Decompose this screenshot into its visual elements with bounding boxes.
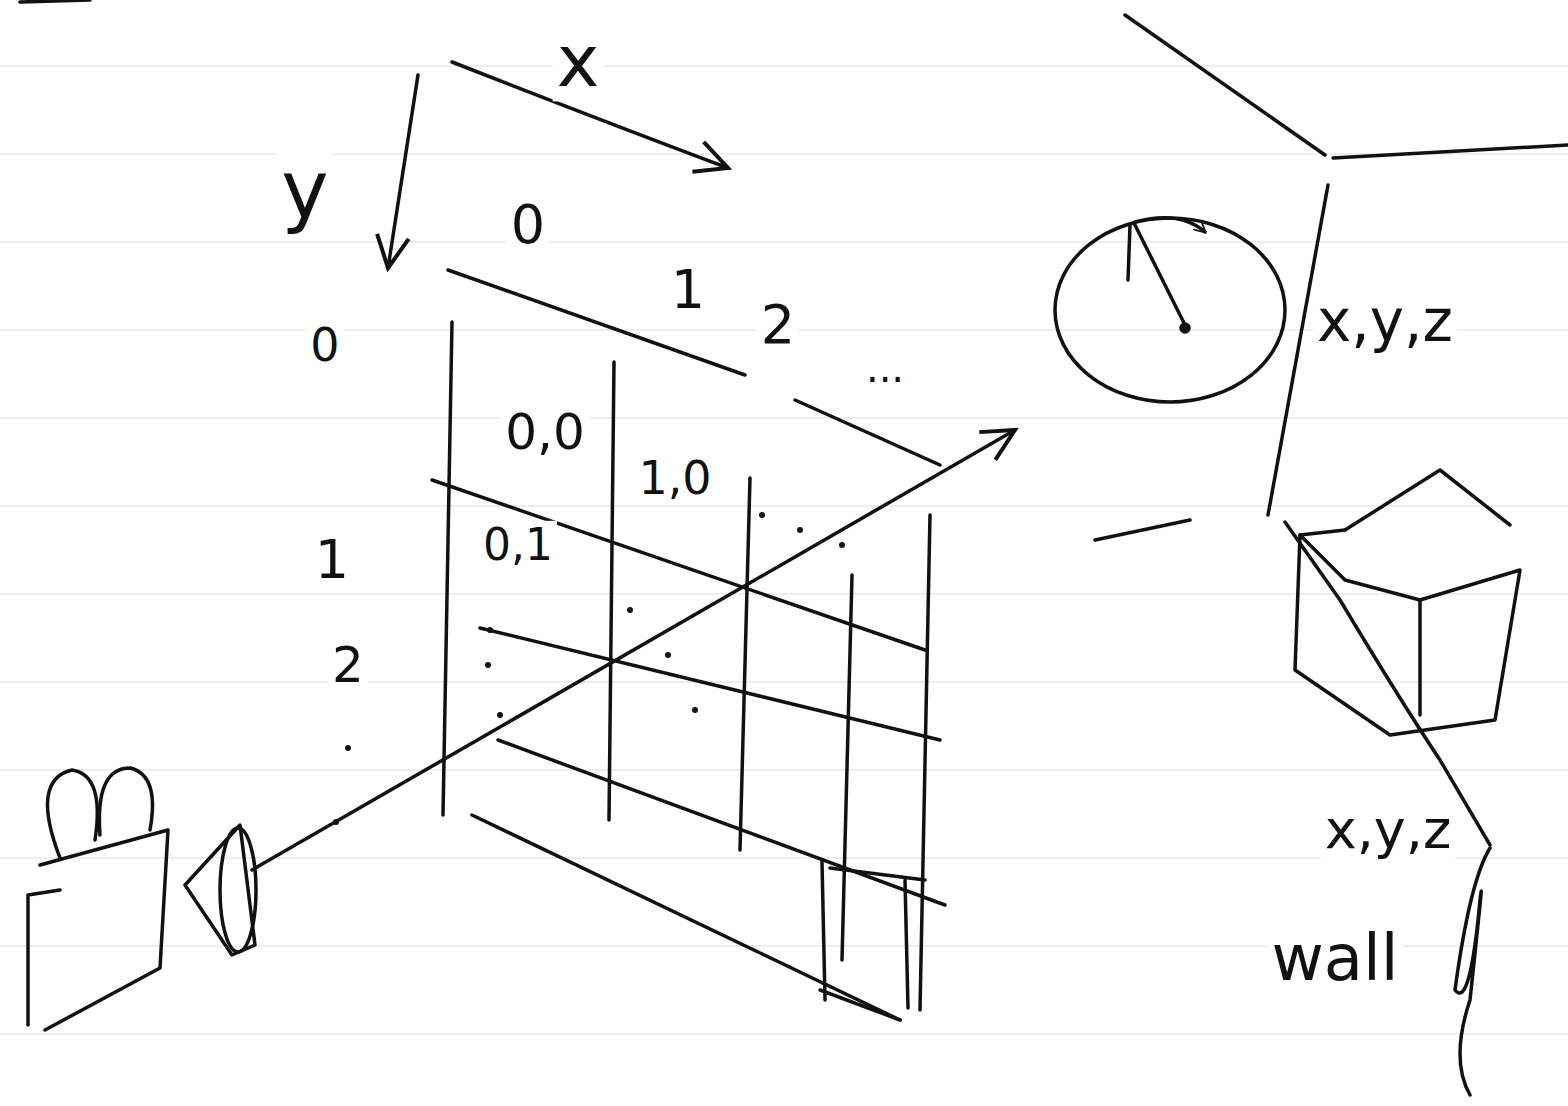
pixel-coordinate: 1,0: [634, 453, 715, 504]
ruled-lines: [0, 66, 1568, 1034]
axis-label: y: [277, 146, 332, 234]
wall-label: wall: [1267, 923, 1402, 993]
pixel-coordinate: 0,0: [501, 405, 589, 460]
row-index: 2: [328, 638, 368, 693]
pixel-grid: [432, 270, 945, 1020]
column-index: 2: [757, 295, 799, 354]
pixel-coordinate: 0,1: [479, 521, 557, 569]
wall-sketch: [1095, 15, 1568, 540]
column-index: 1: [667, 260, 709, 319]
point-coordinate: x,y,z: [1313, 290, 1457, 354]
point-coordinate: x,y,z: [1321, 800, 1456, 859]
y-axis-arrow: [388, 75, 418, 268]
camera-sketch: [28, 768, 256, 1030]
column-index: 0: [507, 195, 549, 254]
column-ellipsis: ...: [862, 346, 908, 390]
ray-arrow: [252, 430, 1015, 870]
clock-sketch: [1055, 218, 1285, 402]
cube-sketch: [1285, 470, 1520, 1095]
stray-stroke: [20, 0, 90, 2]
row-index: 1: [311, 530, 353, 589]
axis-label: x: [553, 22, 604, 101]
row-index: 0: [306, 320, 343, 371]
